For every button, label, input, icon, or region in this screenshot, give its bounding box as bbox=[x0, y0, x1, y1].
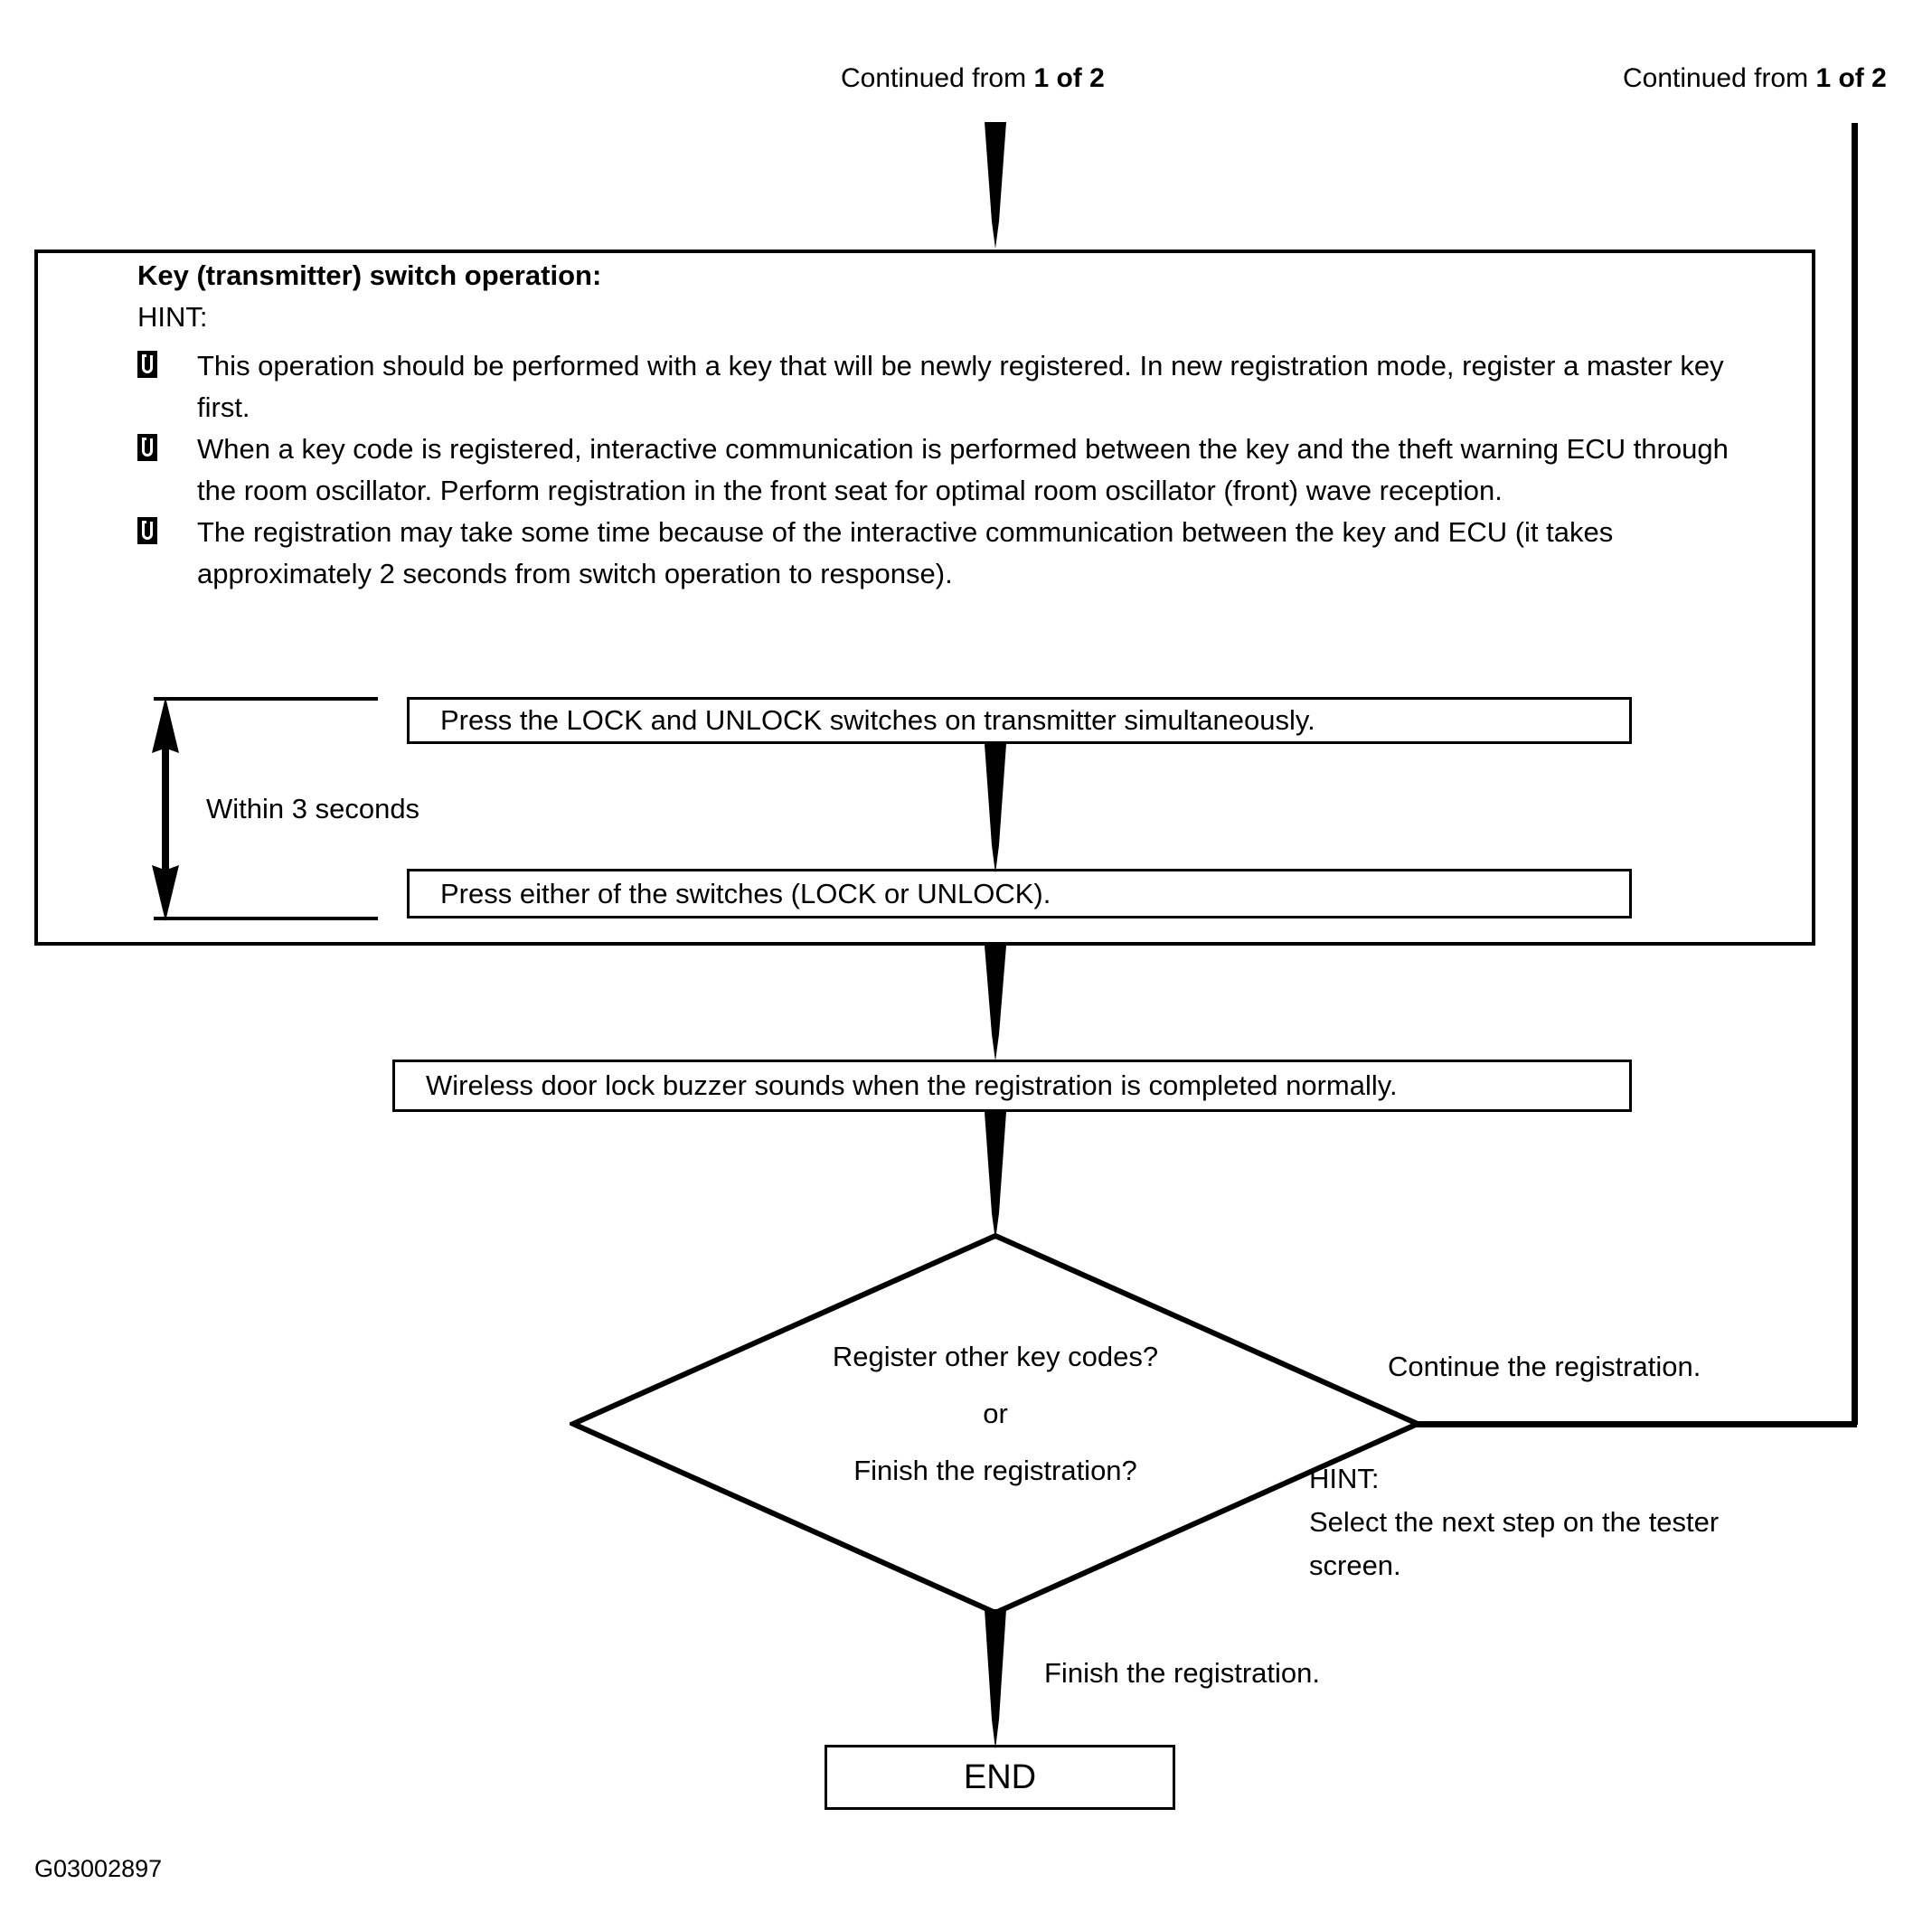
arrow-panel-to-buzzer bbox=[975, 946, 1016, 1061]
decision-branch-down-label: Finish the registration. bbox=[1044, 1657, 1320, 1689]
panel-bullet-3-text: The registration may take some time beca… bbox=[197, 516, 1614, 589]
bullet-marker-icon bbox=[137, 351, 157, 378]
decision-line-3: Finish the registration? bbox=[853, 1455, 1137, 1486]
end-terminator-box: END bbox=[825, 1745, 1175, 1810]
panel-bullet-2-text: When a key code is registered, interacti… bbox=[197, 433, 1729, 506]
figure-code: G03002897 bbox=[34, 1855, 163, 1882]
arrow-step1-to-step2 bbox=[975, 744, 1016, 873]
decision-hint-line-1: Select the next step on the tester bbox=[1309, 1506, 1720, 1538]
end-terminator-label: END bbox=[963, 1757, 1037, 1796]
connector-right-vertical bbox=[1852, 123, 1858, 1425]
decision-line-1: Register other key codes? bbox=[832, 1341, 1159, 1372]
header-continued-left-page: 1 of 2 bbox=[1033, 63, 1105, 93]
header-continued-right-page: 1 of 2 bbox=[1815, 63, 1887, 93]
header-continued-right: Continued from 1 of 2 bbox=[1623, 63, 1887, 94]
connector-decision-to-right bbox=[1416, 1421, 1857, 1427]
dimension-tick-bottom bbox=[154, 917, 378, 920]
panel-title: Key (transmitter) switch operation: bbox=[137, 259, 602, 291]
dimension-tick-top bbox=[154, 697, 378, 701]
decision-hint-label: HINT: bbox=[1309, 1463, 1380, 1494]
header-continued-left-prefix: Continued from bbox=[841, 63, 1034, 93]
arrow-decision-to-end bbox=[975, 1609, 1016, 1749]
arrow-buzzer-to-decision bbox=[975, 1112, 1016, 1240]
header-continued-left: Continued from 1 of 2 bbox=[841, 63, 1105, 94]
step-box-press-lock-unlock: Press the LOCK and UNLOCK switches on tr… bbox=[407, 697, 1632, 744]
key-switch-operation-panel bbox=[34, 250, 1815, 946]
step-box-press-either-switch-label: Press either of the switches (LOCK or UN… bbox=[440, 877, 1051, 909]
decision-line-2: or bbox=[983, 1398, 1008, 1429]
decision-hint-line-2: screen. bbox=[1309, 1550, 1401, 1581]
bullet-marker-icon bbox=[137, 434, 157, 461]
arrow-top-into-panel bbox=[975, 122, 1016, 249]
step-box-buzzer-sounds: Wireless door lock buzzer sounds when th… bbox=[392, 1060, 1632, 1112]
step-box-press-lock-unlock-label: Press the LOCK and UNLOCK switches on tr… bbox=[440, 704, 1315, 736]
decision-branch-right-label: Continue the registration. bbox=[1388, 1351, 1701, 1382]
panel-bullet-2: When a key code is registered, interacti… bbox=[137, 429, 1756, 512]
decision-hint-block: HINT: Select the next step on the tester… bbox=[1309, 1457, 1719, 1587]
step-box-buzzer-sounds-label: Wireless door lock buzzer sounds when th… bbox=[426, 1069, 1398, 1101]
dimension-double-arrow-icon bbox=[145, 697, 188, 921]
step-box-press-either-switch: Press either of the switches (LOCK or UN… bbox=[407, 869, 1632, 918]
panel-bullet-1-text: This operation should be performed with … bbox=[197, 350, 1724, 423]
dimension-label: Within 3 seconds bbox=[206, 793, 420, 824]
panel-bullet-1: This operation should be performed with … bbox=[137, 345, 1756, 429]
panel-hint-label: HINT: bbox=[137, 301, 208, 333]
panel-bullet-3: The registration may take some time beca… bbox=[137, 512, 1756, 595]
header-continued-right-prefix: Continued from bbox=[1623, 63, 1816, 93]
bullet-marker-icon bbox=[137, 517, 157, 544]
